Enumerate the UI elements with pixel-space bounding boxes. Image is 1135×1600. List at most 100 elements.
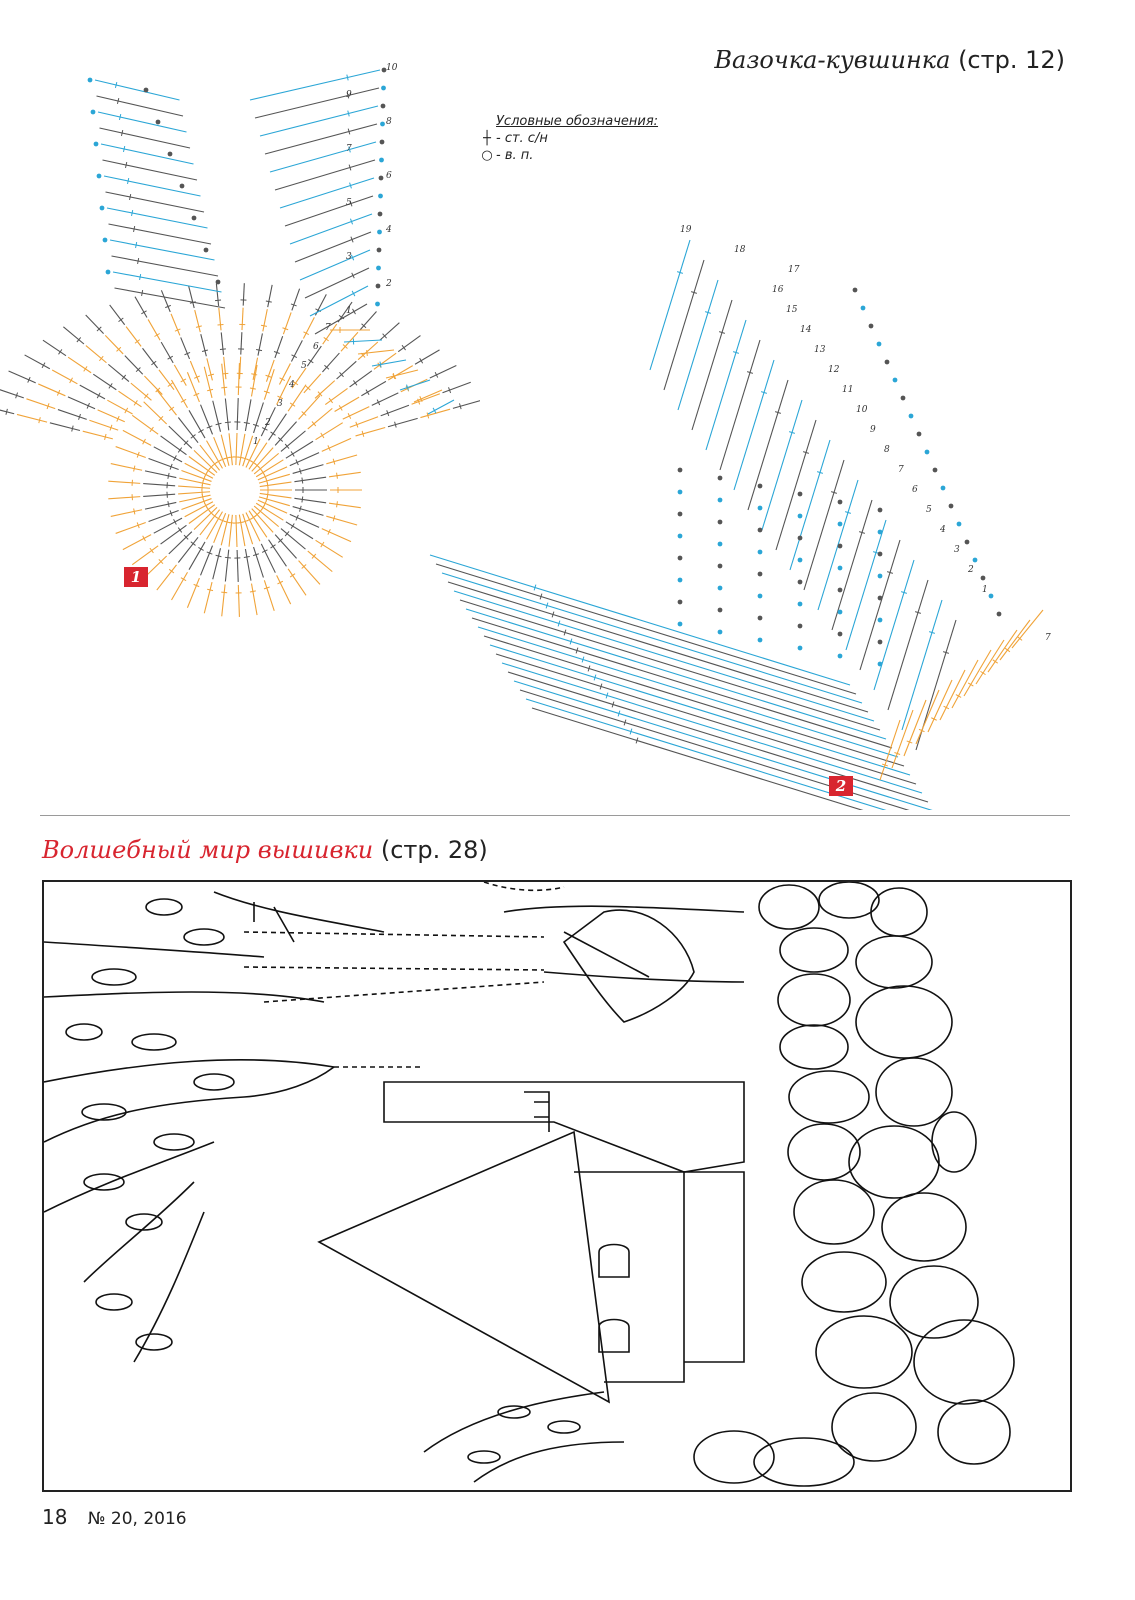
stitch-mark (212, 400, 222, 432)
stitch-bar (432, 407, 437, 414)
row-number-label: 11 (842, 385, 853, 395)
stitch-mark (173, 364, 187, 386)
stitch-mark (429, 554, 851, 686)
stitch-bar (222, 372, 229, 375)
stitch-bar (382, 333, 387, 339)
stitch-mark (268, 413, 287, 441)
stitch-bar (351, 272, 355, 279)
stitch-mark (186, 372, 200, 403)
stitch-bar (704, 311, 712, 314)
stitch-mark (221, 584, 226, 617)
stitch-mark (287, 384, 307, 412)
chain-dot (964, 539, 970, 545)
chain-dot (179, 183, 185, 189)
stitch-mark (307, 407, 333, 430)
stitch-mark (189, 360, 200, 383)
stitch-bar (366, 349, 368, 357)
chain-dot (677, 467, 683, 473)
row-number-label: 5 (346, 198, 352, 208)
chain-dot (191, 215, 197, 221)
stitch-mark (179, 494, 211, 503)
stitch-mark (264, 123, 378, 155)
stitch-mark (471, 617, 893, 749)
chain-dot (860, 305, 866, 311)
stitch-bar (942, 651, 950, 654)
stitch-mark (292, 506, 324, 516)
stitch-mark (328, 502, 361, 509)
stitch-bar (967, 682, 974, 687)
stitch-mark (845, 519, 887, 651)
row-number-label: 6 (912, 485, 918, 495)
stitch-bar (338, 405, 343, 411)
row-number-label: 10 (386, 63, 398, 73)
stitch-mark (177, 417, 199, 444)
stitch-mark (143, 493, 176, 497)
chain-dot (757, 593, 763, 599)
stitch-mark (223, 356, 227, 380)
stitch-bar (221, 591, 228, 594)
stitch-bar (149, 426, 154, 433)
chain-dot (797, 535, 803, 541)
stitch-mark (441, 572, 863, 704)
stitch-mark (259, 492, 292, 499)
stitch-mark (108, 496, 141, 500)
stitch-mark (111, 255, 219, 277)
stitch-bar (353, 380, 358, 386)
stitch-mark (371, 392, 399, 406)
chain-dot (757, 505, 763, 511)
stitch-mark (134, 296, 148, 318)
stitch-mark (951, 659, 979, 709)
stitch-bar (346, 92, 350, 99)
stitch-mark (26, 398, 56, 410)
stitch-mark (206, 440, 223, 469)
stitch-mark (38, 383, 66, 397)
stitch-mark (289, 452, 320, 467)
chain-dot (717, 563, 723, 569)
chain-dot (378, 175, 384, 181)
stitch-bar (551, 611, 555, 618)
chain-dot (940, 485, 946, 491)
stitch-mark (245, 512, 261, 542)
stitch-mark (160, 341, 174, 364)
stitch-bar (349, 200, 353, 207)
chain-dot (877, 639, 883, 645)
stitch-bar (131, 209, 134, 217)
stitch-bar (215, 422, 222, 426)
stitch-bar (167, 501, 170, 508)
stitch-bar (143, 393, 149, 399)
stitch-mark (262, 309, 268, 332)
stitch-bar (900, 591, 908, 594)
stitch-mark (789, 439, 831, 571)
stitch-mark (235, 514, 238, 547)
stitch-bar (327, 445, 331, 452)
chain-dot (717, 519, 723, 525)
stitch-bar (301, 496, 304, 503)
stitch-bar (394, 421, 397, 428)
stitch-bar (118, 113, 122, 121)
stitch-bar (180, 398, 187, 403)
stitch-bar (295, 459, 299, 466)
stitch-mark (859, 539, 901, 671)
stitch-bar (193, 583, 200, 588)
stitch-mark (302, 317, 315, 339)
stitch-bar (928, 631, 936, 634)
stitch-bar (215, 554, 222, 558)
stitch-mark (380, 404, 410, 417)
chain-dot (988, 593, 994, 599)
chain-dot (381, 85, 386, 91)
row-number-label: 1 (982, 585, 988, 595)
stitch-bar (906, 740, 913, 744)
chain-dot (837, 587, 843, 593)
stitch-bar (168, 568, 175, 574)
stitch-mark (477, 626, 899, 758)
stitch-mark (153, 517, 183, 534)
stitch-bar (858, 531, 866, 534)
stitch-bar (931, 717, 937, 721)
chain-dot (677, 599, 683, 605)
stitch-bar (224, 421, 231, 424)
chain-dot (87, 77, 93, 83)
stitch-bar (136, 522, 140, 529)
stitch-mark (178, 485, 211, 489)
stitch-mark (252, 357, 259, 380)
